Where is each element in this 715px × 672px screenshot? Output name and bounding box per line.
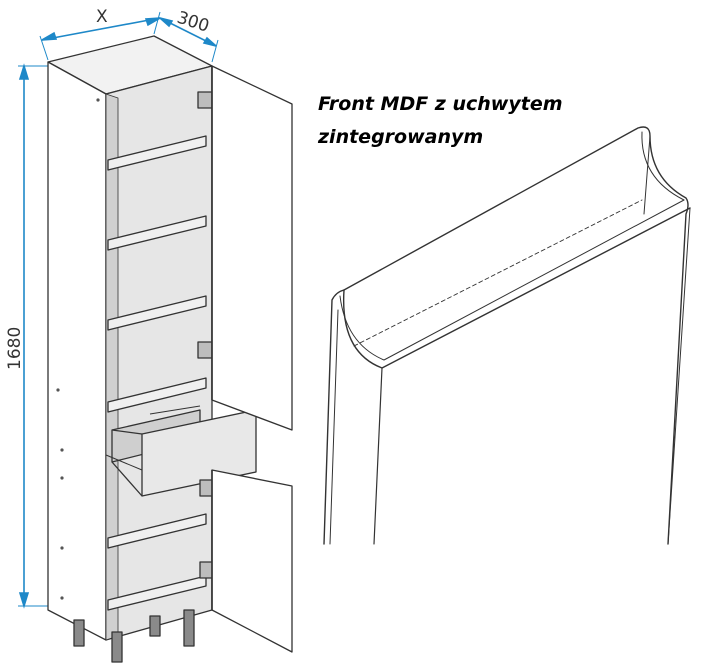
depth-arrow-right bbox=[202, 36, 217, 47]
hinge-icon bbox=[197, 341, 213, 359]
shelf bbox=[107, 135, 207, 171]
mdf-front-handle-detail bbox=[323, 126, 691, 545]
side-panel-holes bbox=[56, 98, 100, 600]
leg bbox=[73, 619, 85, 647]
height-dimension-label: 1680 bbox=[5, 327, 25, 370]
shelf bbox=[107, 513, 207, 549]
width-dimension-label: X bbox=[96, 7, 108, 27]
depth-dimension-label: 300 bbox=[174, 8, 211, 37]
front-caption: Front MDF z uchwytem zintegrowanym bbox=[318, 88, 698, 154]
depth-arrow-left bbox=[159, 17, 174, 28]
front-panel-outline bbox=[323, 126, 689, 545]
shelf bbox=[107, 575, 207, 611]
width-dimension-line bbox=[41, 17, 161, 41]
leg bbox=[183, 609, 195, 647]
cabinet bbox=[47, 35, 293, 663]
width-arrow-left bbox=[41, 31, 58, 41]
leg bbox=[111, 631, 123, 663]
shelf bbox=[107, 215, 207, 251]
upper-door-open bbox=[211, 65, 293, 431]
shelf bbox=[107, 295, 207, 331]
dimension-lines bbox=[18, 11, 219, 609]
hinge-icon bbox=[197, 91, 213, 109]
legs bbox=[73, 609, 195, 663]
handle-groove-lip bbox=[342, 207, 691, 369]
width-arrow-right bbox=[144, 17, 161, 27]
shelves bbox=[107, 135, 207, 611]
lower-door-open bbox=[211, 469, 293, 653]
caption-line-1: Front MDF z uchwytem bbox=[318, 93, 563, 115]
height-arrow-top bbox=[18, 63, 30, 80]
leg bbox=[149, 615, 161, 637]
caption-line-2: zintegrowanym bbox=[318, 126, 484, 148]
hidden-edge-dashed bbox=[353, 199, 643, 347]
height-arrow-bottom bbox=[18, 592, 30, 609]
shelf bbox=[107, 377, 207, 413]
cabinet-left-side bbox=[47, 61, 107, 641]
